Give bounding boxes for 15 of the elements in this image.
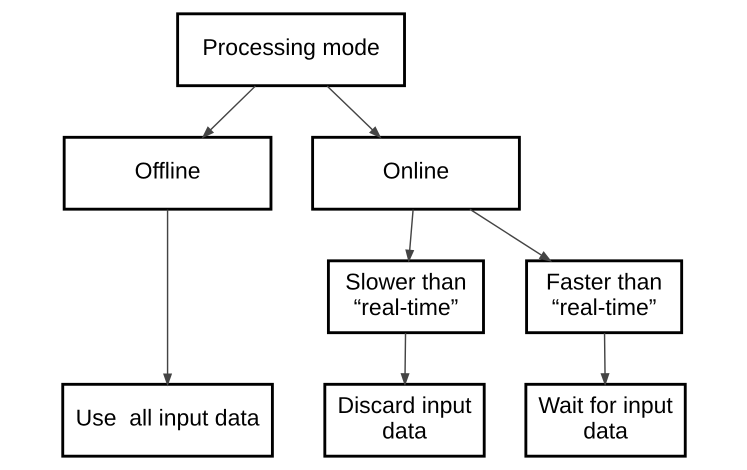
node-box: Online xyxy=(310,136,520,211)
node-box: Slower than “real-time” xyxy=(326,259,484,334)
arrow xyxy=(162,210,172,386)
arrow xyxy=(469,208,552,262)
node-box: Offline xyxy=(62,136,272,211)
node-box: Faster than “real-time” xyxy=(524,259,683,334)
arrow xyxy=(400,333,410,386)
node-box: Use all input data xyxy=(60,382,274,458)
arrow xyxy=(201,86,256,139)
node-box: Discard input data xyxy=(322,382,486,458)
node-box: Processing mode xyxy=(176,12,406,88)
arrow xyxy=(326,86,381,139)
node-box: Wait for input data xyxy=(524,382,686,458)
arrow xyxy=(404,210,414,263)
arrow xyxy=(600,333,610,386)
